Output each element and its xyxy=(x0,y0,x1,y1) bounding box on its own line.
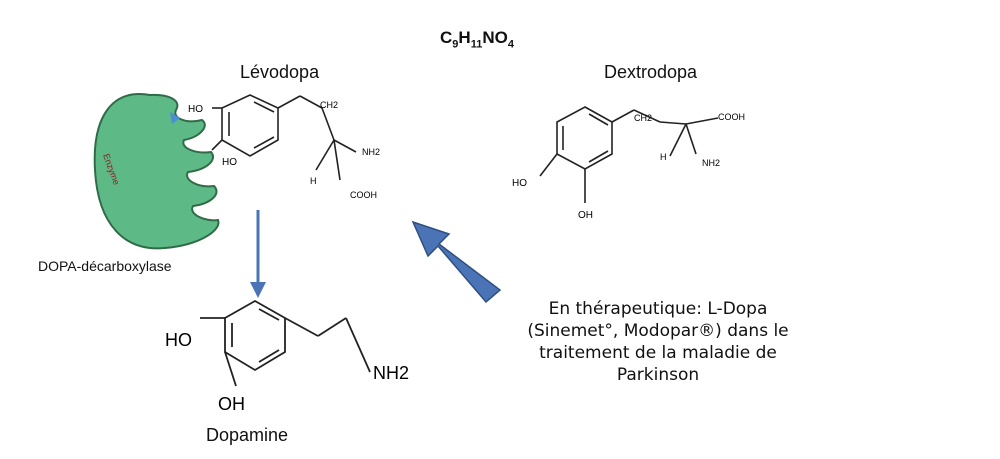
dextrodopa-oh: OH xyxy=(578,210,593,221)
dextrodopa-ho: HO xyxy=(512,178,527,189)
levodopa-ch2: CH2 xyxy=(320,100,338,110)
dopamine-oh: OH xyxy=(218,394,245,414)
levodopa-cooh: COOH xyxy=(350,190,377,200)
therapeutic-callout: En thérapeutique: L-Dopa (Sinemet°, Modo… xyxy=(498,298,818,386)
levodopa-nh2: NH2 xyxy=(362,147,380,157)
decarboxylation-arrow xyxy=(250,210,266,298)
active-site-notch xyxy=(170,112,180,124)
callout-line-3: traitement de la maladie de xyxy=(539,343,777,363)
dextrodopa-nh2: NH2 xyxy=(702,158,720,168)
dopamine-nh2: NH2 xyxy=(373,363,409,383)
levodopa-structure xyxy=(211,94,357,181)
molecular-formula: C9H11NO4 xyxy=(440,28,514,51)
levodopa-h: H xyxy=(310,176,317,186)
therapeutic-arrow xyxy=(411,220,502,304)
callout-line-1: En thérapeutique: L-Dopa xyxy=(548,299,768,319)
dopamine-title: Dopamine xyxy=(206,425,289,445)
dextrodopa-structure xyxy=(539,106,719,203)
levodopa-title: Lévodopa xyxy=(240,62,320,82)
dextrodopa-cooh: COOH xyxy=(718,112,745,122)
dopamine-structure xyxy=(200,299,371,387)
dextrodopa-ch2: CH2 xyxy=(634,113,652,123)
dextrodopa-title: Dextrodopa xyxy=(604,62,698,82)
levodopa-ho-bottom: HO xyxy=(222,157,237,168)
enzyme-shape: Enzyme xyxy=(93,93,220,250)
dextrodopa-h: H xyxy=(660,152,667,162)
enzyme-name-label: DOPA-décarboxylase xyxy=(38,258,172,274)
callout-line-4: Parkinson xyxy=(616,365,700,385)
levodopa-ho-top: HO xyxy=(188,104,203,115)
dopamine-ho: HO xyxy=(165,330,192,350)
callout-line-2: (Sinemet°, Modopar®) dans le xyxy=(527,321,789,341)
